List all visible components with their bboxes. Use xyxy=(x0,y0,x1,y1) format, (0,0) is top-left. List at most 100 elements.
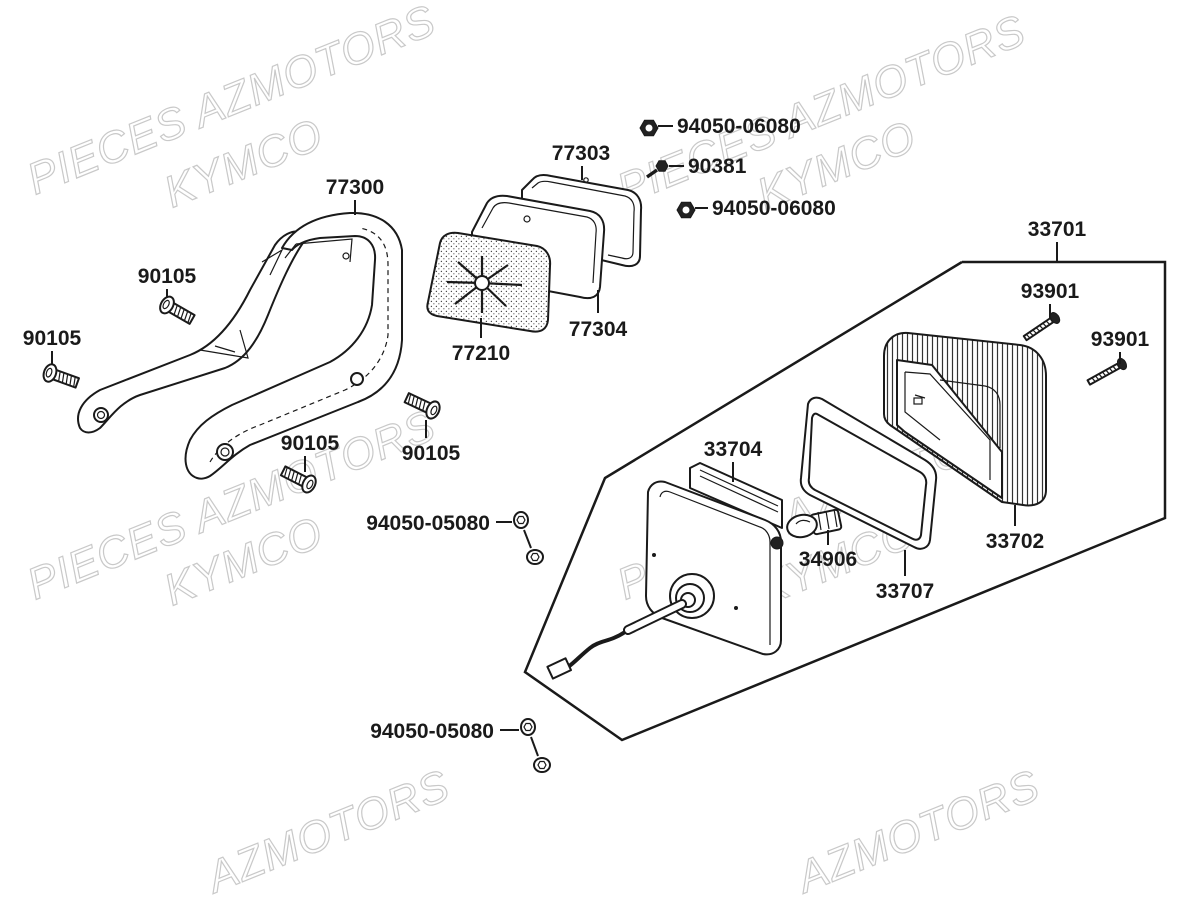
grab-rail-hole-inner xyxy=(96,410,106,420)
nut-pair-link xyxy=(530,736,539,757)
screw-head xyxy=(1049,312,1061,324)
leader-lines xyxy=(51,125,1121,731)
grab-rail-hole xyxy=(216,443,234,461)
lamp-wire-cable xyxy=(566,630,627,669)
nut-pair-link xyxy=(523,529,532,549)
part-number-label: 33704 xyxy=(704,438,763,461)
part-number-label: 93901 xyxy=(1021,280,1080,303)
part-number-label: 90105 xyxy=(281,432,340,455)
grab-rail-hole xyxy=(93,407,109,423)
nut-hole xyxy=(682,206,690,214)
bolt-head-inner xyxy=(430,405,438,416)
bulb-holder-ring xyxy=(770,536,784,550)
screw-90381 xyxy=(645,160,669,179)
bolt-head xyxy=(301,474,317,494)
flange-nut-hex xyxy=(523,722,533,732)
bolt-thread xyxy=(407,393,426,411)
bolt-head xyxy=(425,400,441,420)
part-number-label: 34906 xyxy=(799,548,857,571)
part-number-label: 94050-06080 xyxy=(712,197,836,220)
lens-gasket-hole xyxy=(523,215,531,223)
bulb-filament xyxy=(795,519,811,525)
tail-lens-part xyxy=(883,331,1047,507)
part-number-label: 94050-05080 xyxy=(366,512,490,535)
lamp-housing-face-edge xyxy=(659,490,771,645)
grab-rail-back-arm xyxy=(77,230,306,434)
reflector-lens-part xyxy=(426,231,552,333)
flange-nut-hex xyxy=(530,552,540,562)
reflector-lens-center xyxy=(474,275,490,291)
bulb-part xyxy=(770,508,843,550)
nut-hole xyxy=(645,124,653,132)
bulb-glass xyxy=(786,513,818,539)
bulb-base-detail xyxy=(817,508,838,531)
assembly-33701-outline xyxy=(523,260,1167,742)
part-number-label: 90105 xyxy=(23,327,82,350)
part-number-label: 77304 xyxy=(569,318,628,341)
part-number-label: 94050-05080 xyxy=(370,720,494,743)
lens-frame-inner-edge xyxy=(531,180,635,260)
part-number-label: 33707 xyxy=(876,580,934,603)
bolt-90105 xyxy=(42,363,80,389)
bolt-head-inner xyxy=(162,299,170,310)
bolt-thread xyxy=(173,304,192,324)
part-number-label: 93901 xyxy=(1091,328,1150,351)
grab-rail-front-arm xyxy=(184,211,403,480)
flange-nut xyxy=(526,549,544,565)
bolt-head xyxy=(159,295,175,315)
part-labels: 94050-06080 77303 90381 94050-06080 7730… xyxy=(23,115,1150,743)
part-number-label: 33701 xyxy=(1028,218,1087,241)
grab-rail-part xyxy=(77,211,403,480)
grab-rail-small-hole xyxy=(342,252,350,260)
part-number-label: 90381 xyxy=(688,155,747,178)
housing-gasket-inner xyxy=(807,412,928,541)
grab-rail-hole xyxy=(350,372,364,386)
flange-nut xyxy=(513,511,529,529)
lamp-housing-dot xyxy=(734,606,738,610)
watermark-text: AZMOTORS xyxy=(788,761,1047,900)
grab-rail-top-detail xyxy=(284,238,353,263)
screw-93901 xyxy=(1086,357,1128,386)
flange-nut xyxy=(533,757,551,773)
screw-thread xyxy=(1091,365,1117,383)
nut-pair-94050-05080 xyxy=(513,511,544,565)
grab-rail-hole-inner xyxy=(220,447,230,457)
lens-gasket-inner-edge xyxy=(481,202,597,284)
bolt-head-inner xyxy=(306,479,314,490)
part-number-label: 94050-06080 xyxy=(677,115,801,138)
tail-lens-tab xyxy=(913,397,923,405)
flange-nut xyxy=(520,718,536,736)
screw-93901 xyxy=(1022,312,1061,342)
bolt-90105 xyxy=(279,465,317,494)
bolt-90105 xyxy=(159,295,196,325)
bolt-head xyxy=(42,363,58,383)
housing-gasket-part xyxy=(799,396,938,550)
reflector-plate-detail xyxy=(699,469,779,513)
nut-pair-94050-05080 xyxy=(520,718,551,773)
screw-thread xyxy=(1025,320,1051,339)
lamp-wire-connector xyxy=(546,657,573,680)
part-number-label: 90105 xyxy=(402,442,461,465)
bolt-thread xyxy=(58,371,76,388)
lamp-housing-dot xyxy=(652,553,656,557)
nut-94050-06080 xyxy=(676,201,696,219)
nut-94050-06080 xyxy=(639,119,659,137)
lamp-housing xyxy=(546,480,782,680)
tail-lens-opening xyxy=(896,359,1003,499)
part-number-label: 77210 xyxy=(452,342,510,365)
reflector-plate-outline xyxy=(689,462,783,529)
lens-frame-hole xyxy=(583,177,589,183)
tail-lens-inner-detail xyxy=(904,371,1001,480)
grab-rail-back-arm-detail xyxy=(199,248,284,359)
watermark-text: AZMOTORS xyxy=(198,761,457,900)
part-number-label: 33702 xyxy=(986,530,1044,553)
bolt-thread xyxy=(283,467,303,485)
screw-head xyxy=(655,160,669,172)
lamp-wire-sleeve-inner xyxy=(625,601,685,633)
grab-rail-dashed-edge xyxy=(209,227,389,463)
part-number-label: 77303 xyxy=(552,142,610,165)
reflector-lens-star xyxy=(446,256,523,313)
part-number-label: 77300 xyxy=(326,176,384,199)
reflector-plate-part xyxy=(689,462,783,529)
